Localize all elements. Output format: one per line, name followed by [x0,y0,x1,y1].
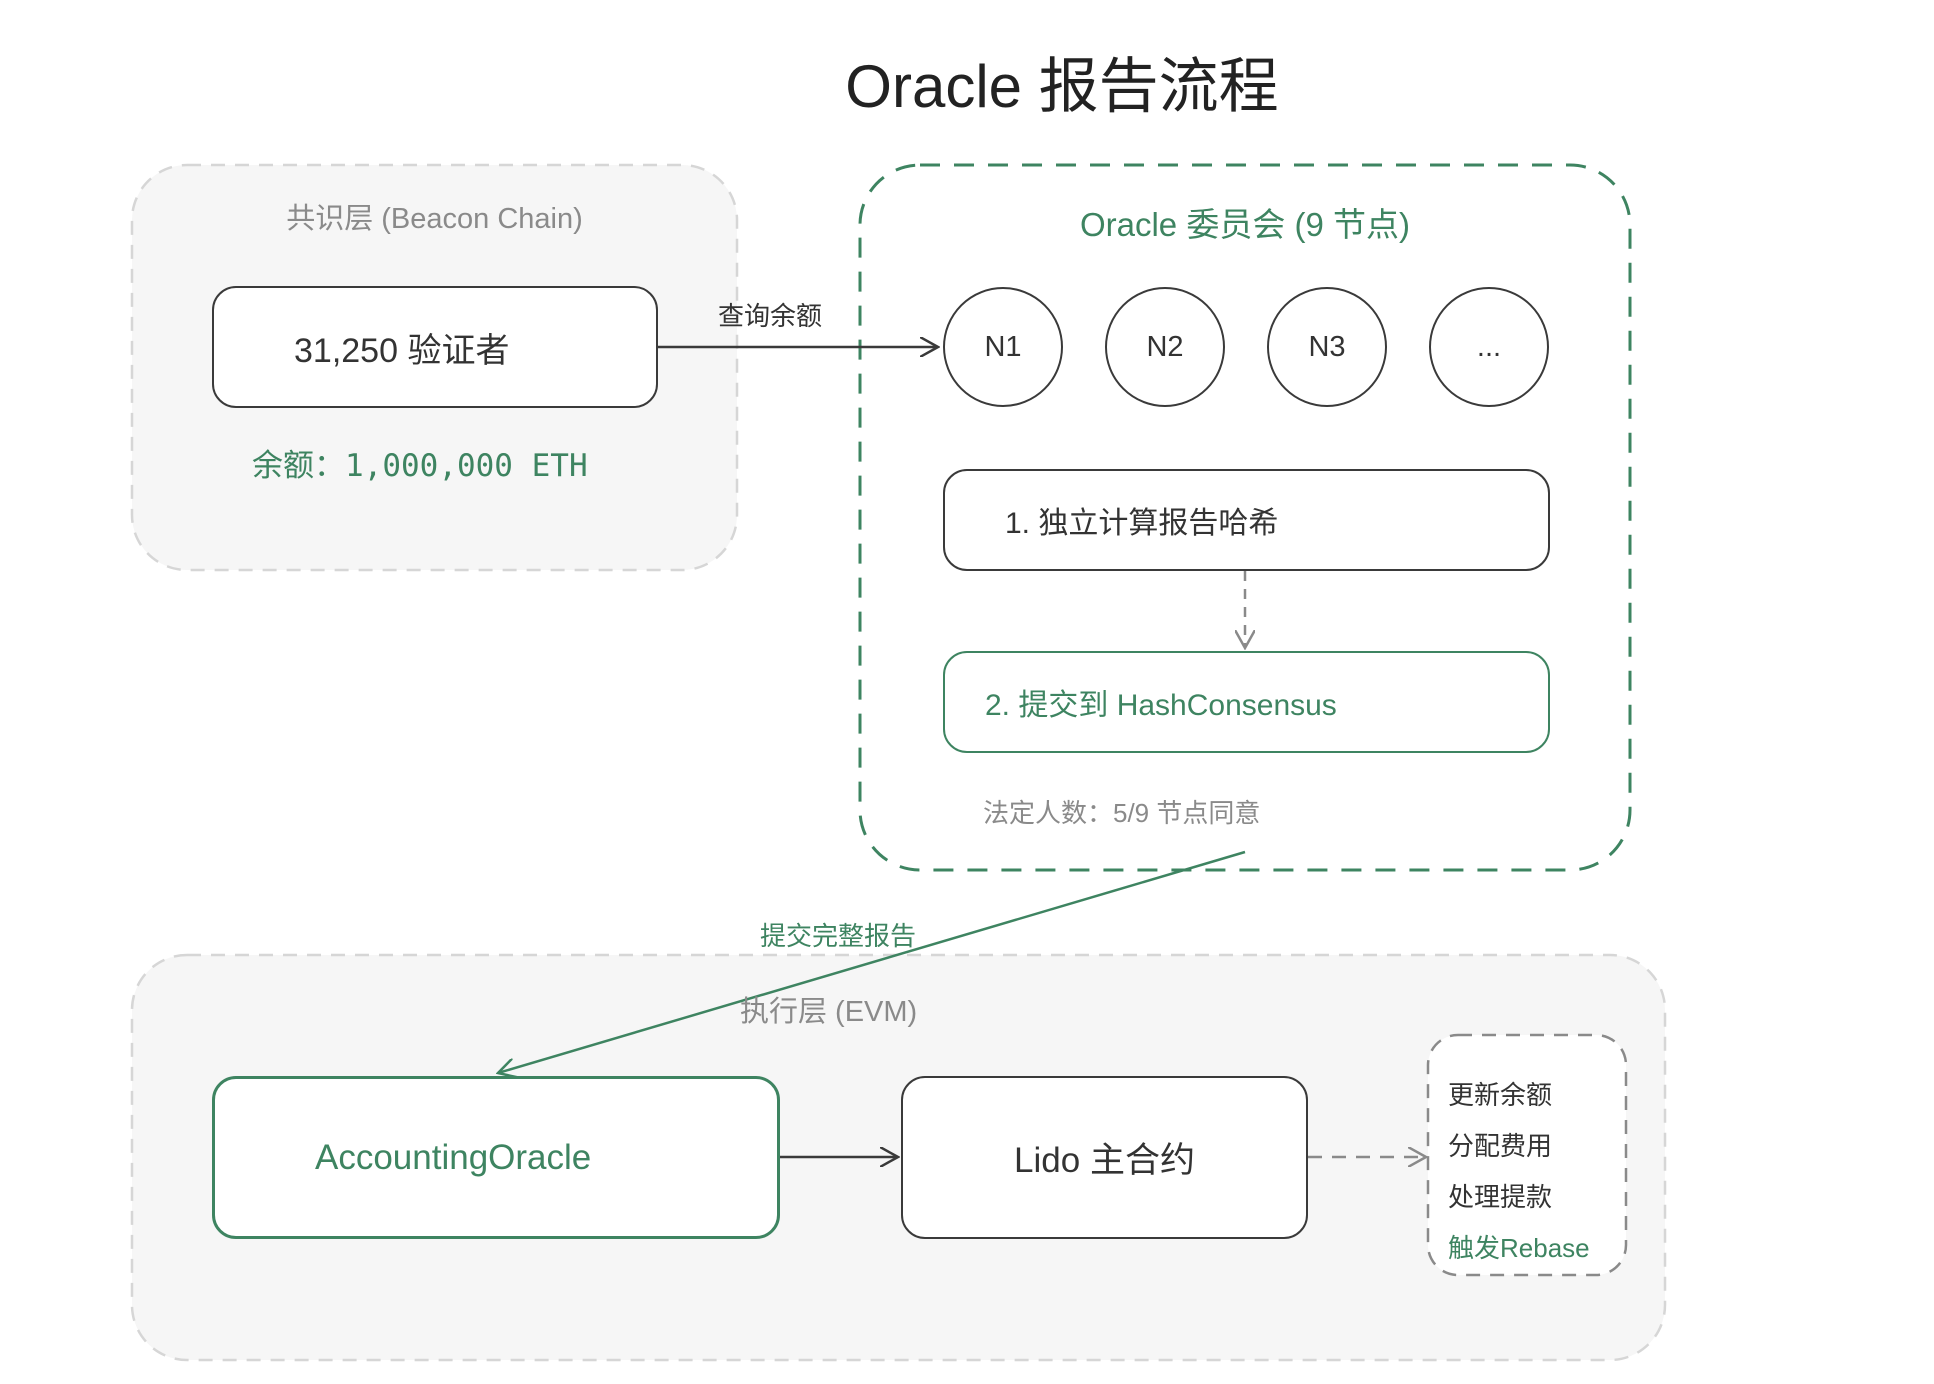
balance-prefix: 余额： [252,448,345,483]
quorum-label: 法定人数：5/9 节点同意 [983,798,1261,828]
node-n1: N1 [943,287,1063,407]
node-n2: N2 [1105,287,1225,407]
step1-label: 1. 独立计算报告哈希 [1005,507,1279,540]
lido-contract-label: Lido 主合约 [1014,1141,1195,1180]
action-trigger-rebase: 触发Rebase [1448,1233,1590,1263]
balance-line: 余额：1,000,000 ETH [252,440,588,485]
node-more: ... [1429,287,1549,407]
submit-report-label: 提交完整报告 [760,921,917,951]
execution-layer-label: 执行层 (EVM) [740,996,918,1028]
submit-report-arrow [498,850,1246,1073]
step2-box: 2. 提交到 HashConsensus [943,651,1550,753]
node-n2-label: N2 [1146,330,1184,363]
accounting-oracle-node: AccountingOracle [212,1076,780,1239]
page-title: Oracle 报告流程 [845,53,1279,120]
node-n3: N3 [1267,287,1387,407]
actions-panel [1426,1033,1628,1277]
step1-box: 1. 独立计算报告哈希 [943,469,1550,571]
oracle-committee-panel [858,163,1632,872]
accounting-oracle-label: AccountingOracle [315,1137,592,1177]
node-n1-label: N1 [984,330,1022,363]
node-n3-label: N3 [1308,330,1346,363]
action-process-withdrawals: 处理提款 [1448,1182,1553,1212]
query-balance-label: 查询余额 [718,301,823,331]
committee-label: Oracle 委员会 (9 节点) [1079,206,1411,243]
validators-label: 31,250 验证者 [294,331,510,370]
balance-value: 1,000,000 ETH [345,448,588,484]
lido-contract-node: Lido 主合约 [901,1076,1308,1239]
step2-label: 2. 提交到 HashConsensus [985,689,1337,722]
validators-node: 31,250 验证者 [212,286,658,408]
consensus-layer-label: 共识层 (Beacon Chain) [286,203,583,235]
action-update-balance: 更新余额 [1448,1080,1553,1110]
action-distribute-fees: 分配费用 [1448,1131,1553,1161]
node-more-label: ... [1476,330,1502,363]
